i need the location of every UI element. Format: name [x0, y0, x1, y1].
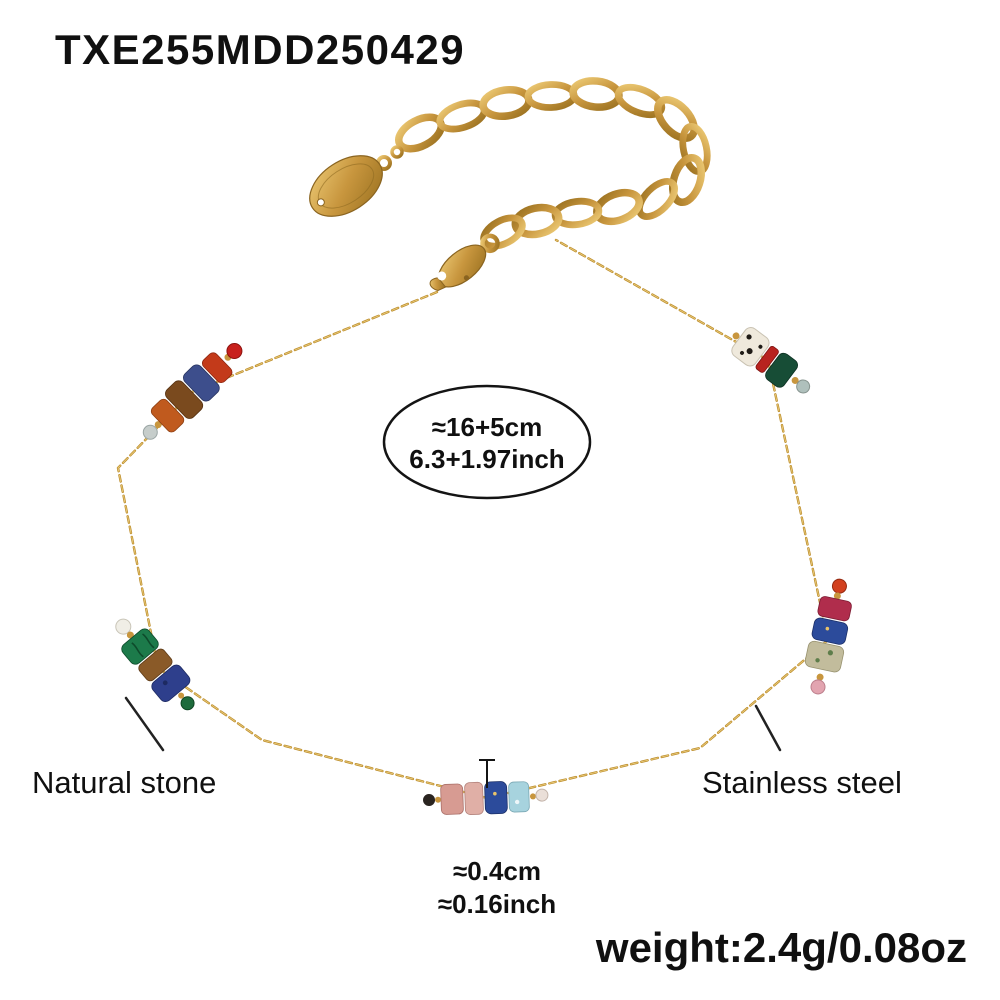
brand-tag [309, 145, 404, 217]
bead-station-1 [142, 343, 243, 440]
weight-label: weight:2.4g/0.08oz [595, 924, 967, 971]
product-code: TXE255MDD250429 [55, 26, 466, 73]
stainless-steel-label: Stainless steel [702, 765, 902, 800]
pointer-line-stainless-steel [754, 704, 782, 752]
bead-station-2 [731, 327, 811, 394]
size-label-metric: ≈16+5cm [431, 412, 543, 442]
natural-stone-label: Natural stone [32, 765, 217, 800]
bead-size-metric: ≈0.4cm [453, 856, 541, 886]
size-oval [382, 384, 592, 500]
lobster-clasp [429, 233, 500, 292]
size-label-imperial: 6.3+1.97inch [409, 444, 565, 474]
bead-size-label: ≈0.4cm ≈0.16inch [377, 855, 617, 921]
pointer-line-natural-stone [124, 696, 165, 752]
size-label: ≈16+5cm 6.3+1.97inch [377, 411, 597, 475]
pointer-lines [124, 696, 782, 752]
bead-station-5 [423, 781, 549, 815]
bead-size-imperial: ≈0.16inch [437, 889, 557, 919]
measurement-tick [479, 759, 495, 788]
cable-chain [116, 238, 830, 800]
extension-chain [395, 77, 711, 250]
bead-station-3 [804, 578, 852, 695]
bead-station-4 [115, 618, 195, 711]
